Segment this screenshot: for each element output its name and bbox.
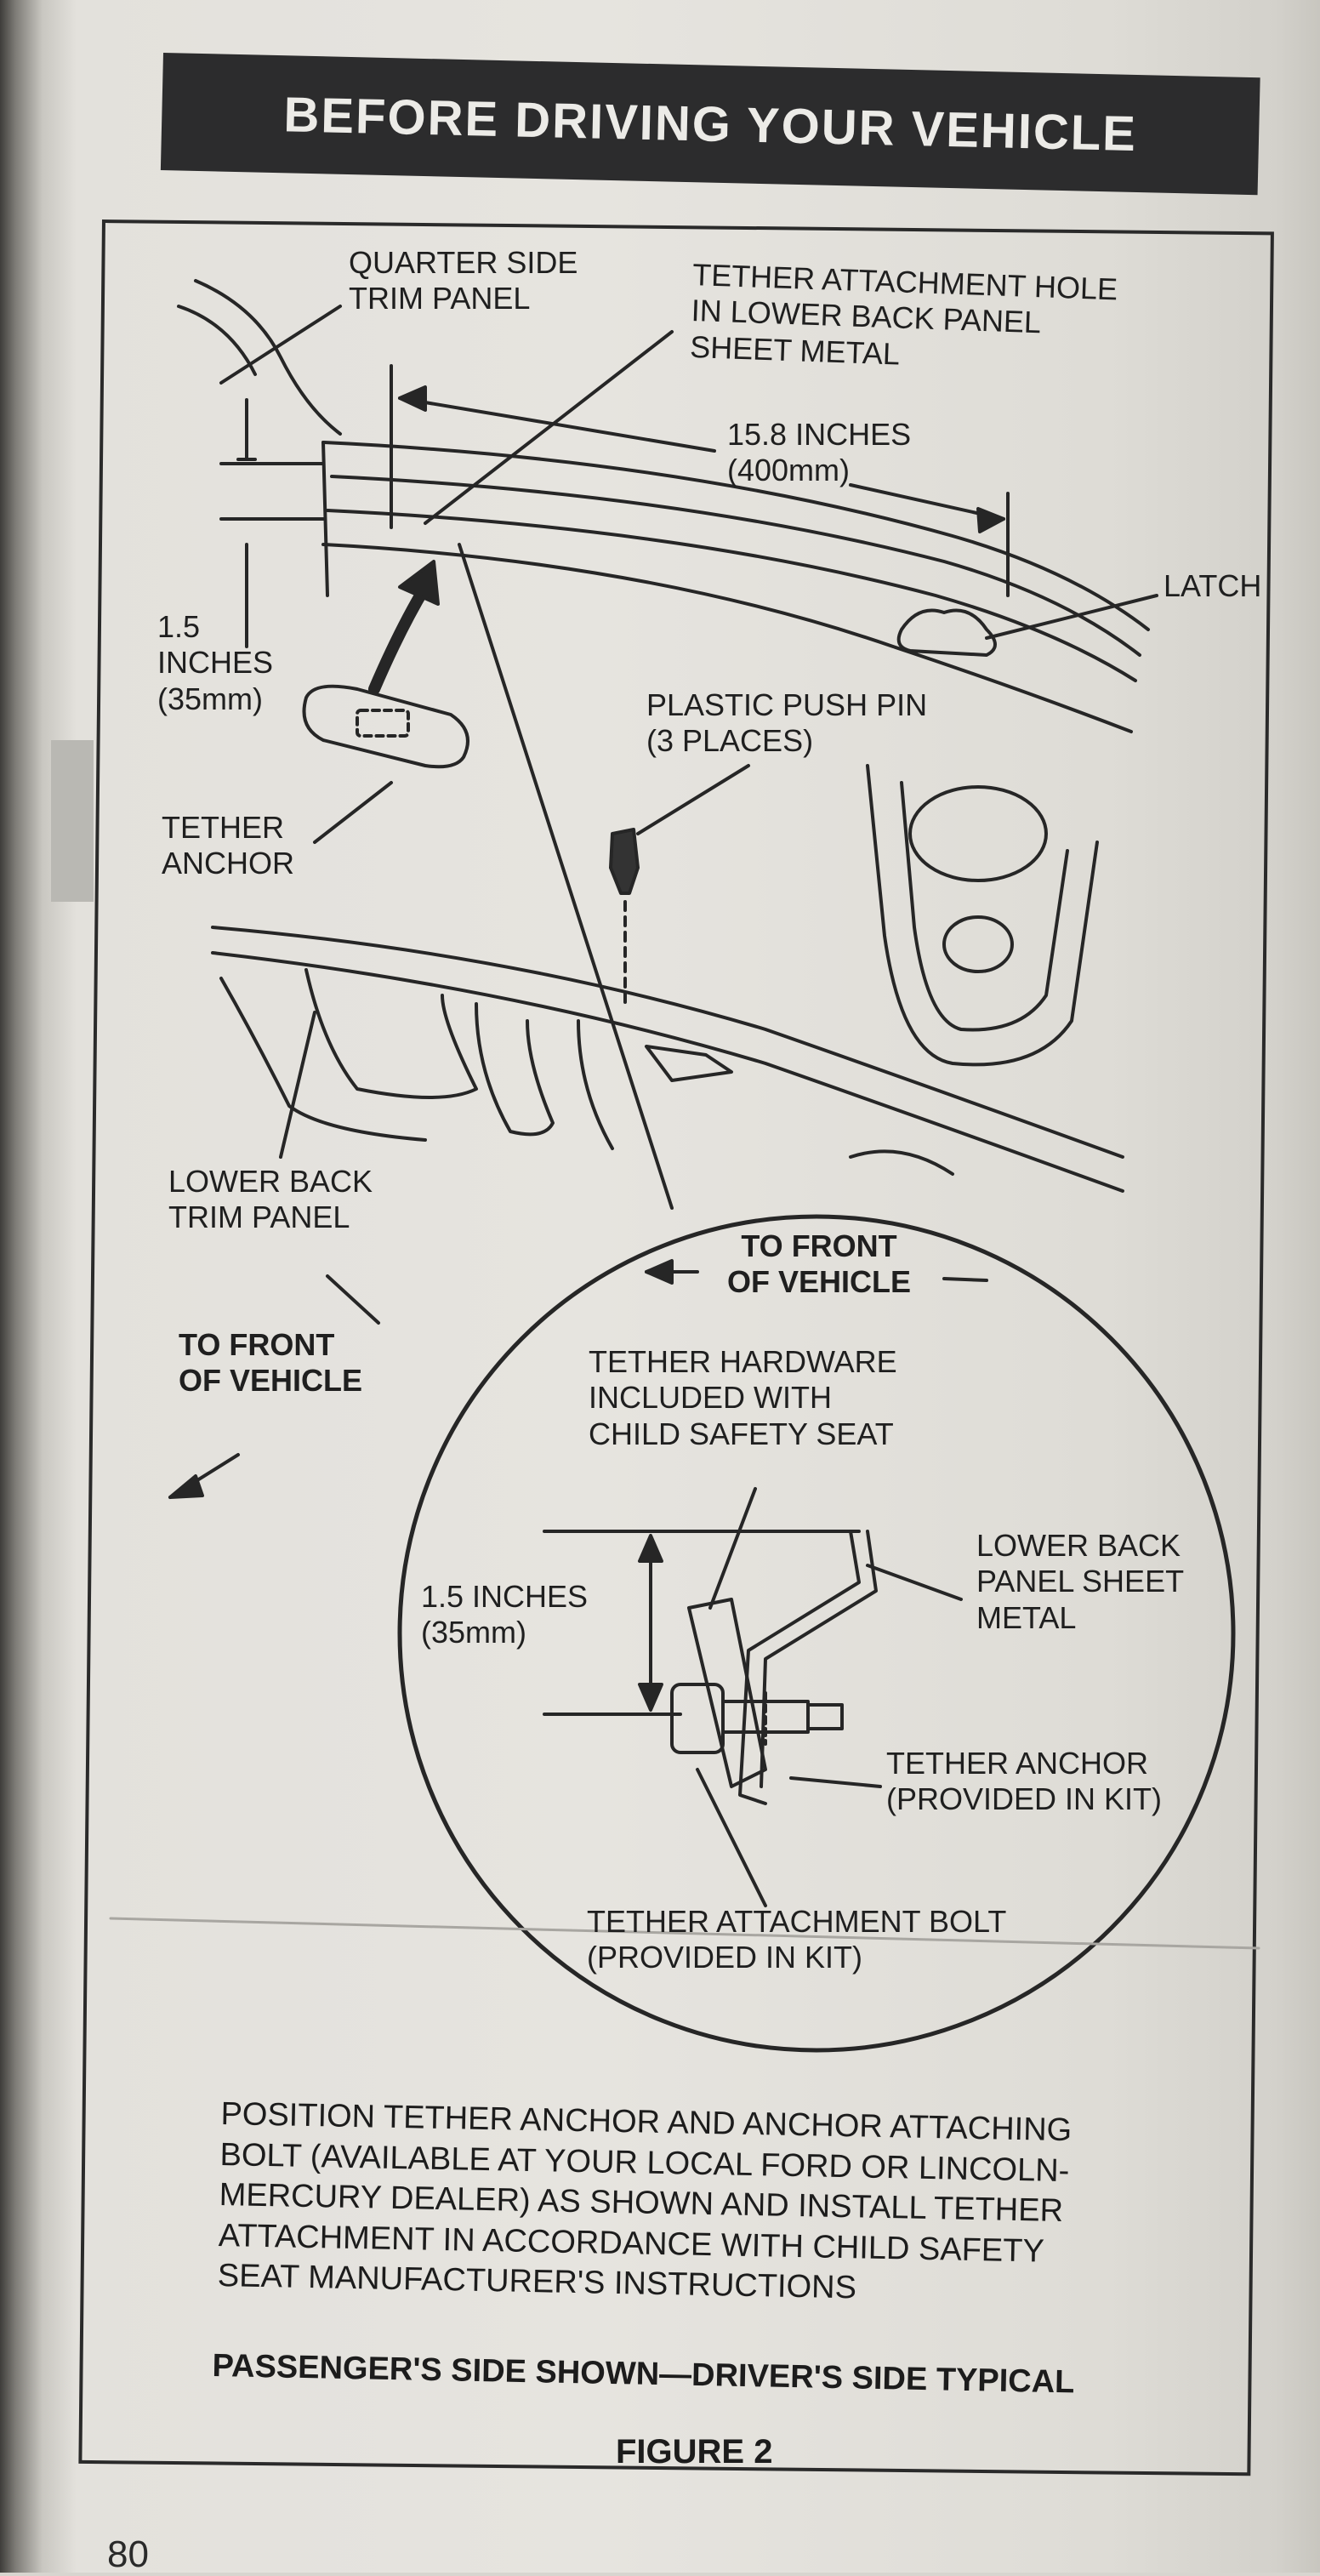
label-quarter-side-trim-panel: QUARTER SIDE TRIM PANEL (349, 245, 578, 316)
leader-bolt (696, 1768, 767, 1907)
bracket-outer (866, 764, 1099, 1067)
back-panel-front (321, 441, 329, 597)
label-dimension-15-8: 15.8 INCHES (400mm) (727, 417, 912, 488)
label-lower-back-panel-sheet-metal: LOWER BACK PANEL SHEET METAL (976, 1528, 1185, 1635)
bracket-hole-low (942, 915, 1014, 973)
dash-left-front (326, 1274, 380, 1325)
label-tether-attachment-hole: TETHER ATTACHMENT HOLE IN LOWER BACK PAN… (689, 257, 1118, 372)
figure-caption: POSITION TETHER ANCHOR AND ANCHOR ATTACH… (217, 2094, 1249, 2317)
leader-dim-left (398, 396, 716, 453)
pin-slot (645, 1045, 733, 1082)
quarter-trim-edge-2 (177, 305, 257, 376)
leader-tether-anchor (313, 781, 393, 844)
quarter-trim-edge (194, 279, 342, 436)
label-dimension-1-5-circle: 1.5 INCHES (35mm) (421, 1579, 589, 1650)
install-arrow (368, 581, 431, 695)
leader-quarter (219, 305, 342, 385)
label-tether-hardware: TETHER HARDWARE INCLUDED WITH CHILD SAFE… (589, 1344, 897, 1451)
label-tether-anchor: TETHER ANCHOR (162, 810, 295, 881)
figure-number: FIGURE 2 (616, 2433, 773, 2471)
back-panel-top-3 (326, 509, 1137, 682)
tether-anchor-plate (302, 684, 469, 769)
leader-lower-trim (279, 1011, 316, 1159)
label-to-front-of-vehicle-left: TO FRONT OF VEHICLE (179, 1327, 363, 1399)
push-pin (609, 828, 640, 895)
tether-hardware (687, 1598, 767, 1788)
leader-hole (424, 330, 674, 525)
latch-shape (896, 608, 997, 657)
leader-latch (985, 594, 1158, 640)
sheet-metal (738, 1530, 861, 1805)
label-latch: LATCH (1164, 568, 1262, 603)
back-panel-top (321, 441, 1150, 631)
label-tether-attachment-bolt: TETHER ATTACHMENT BOLT (PROVIDED IN KIT) (587, 1904, 1007, 1975)
back-panel-lower (321, 543, 1133, 733)
page-edge-tab (51, 740, 94, 902)
bracket-hole-top (908, 785, 1048, 882)
label-dimension-1-5-top: 1.5 INCHES (35mm) (157, 609, 274, 716)
bracket-inner (900, 781, 1069, 1032)
leader-to-circle (458, 543, 674, 1210)
anchor-slot (356, 709, 410, 738)
lower-trim-panel (211, 926, 1124, 1159)
back-panel-top-2 (330, 475, 1141, 657)
page-number: 80 (107, 2533, 149, 2575)
label-tether-anchor-kit: TETHER ANCHOR (PROVIDED IN KIT) (886, 1746, 1163, 1817)
leader-sheet-metal (866, 1564, 963, 1601)
detail-circle (397, 1214, 1236, 2053)
label-to-front-of-vehicle-circle: TO FRONT OF VEHICLE (727, 1228, 912, 1300)
leader-push-pin (636, 764, 750, 835)
label-plastic-push-pin: PLASTIC PUSH PIN (3 PLACES) (646, 687, 928, 759)
label-lower-back-trim-panel: LOWER BACK TRIM PANEL (168, 1164, 373, 1235)
leader-hardware (708, 1487, 757, 1610)
leader-anchor-kit (789, 1776, 882, 1788)
